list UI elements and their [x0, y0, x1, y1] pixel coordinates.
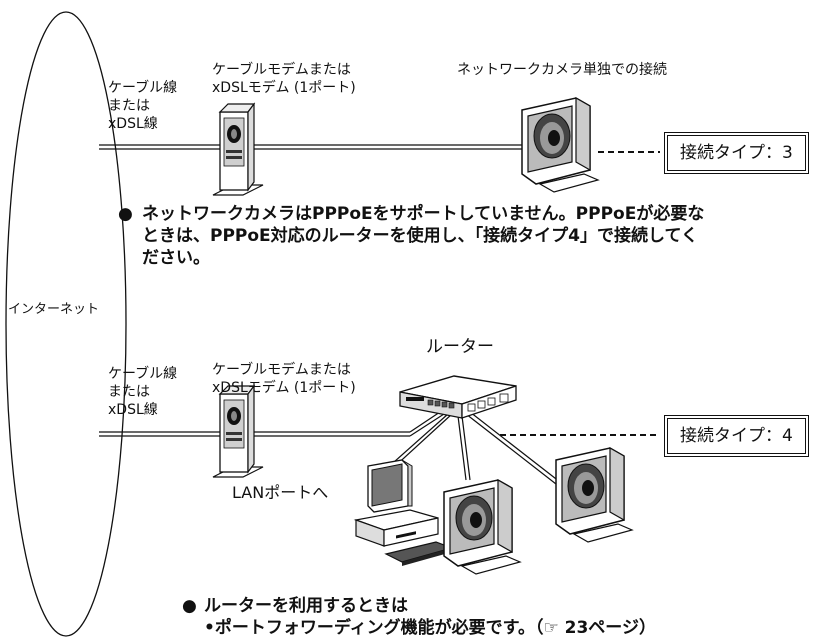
- bottom-camera1-icon: [443, 478, 522, 575]
- bottom-cable-label-2: または: [108, 384, 150, 400]
- top-cable-label-3: xDSL線: [108, 116, 158, 132]
- router-label: ルーター: [426, 337, 494, 357]
- top-cable-label-2: または: [108, 98, 150, 114]
- modem-to-router-line-2: [409, 413, 445, 437]
- note2-line1: ルーターを利用するときは: [204, 596, 408, 616]
- note2-line2: •ポートフォワーディング機能が必要です。（☞ 23ページ）: [204, 618, 656, 638]
- bottom-modem-icon: [212, 384, 264, 478]
- top-camera-title: ネットワークカメラ単独での接続: [457, 62, 667, 78]
- router-icon: [399, 375, 517, 419]
- internet-label: インターネット: [8, 302, 100, 317]
- bottom-modem-label-1: ケーブルモデムまたは: [212, 362, 351, 378]
- bottom-camera2-icon: [555, 446, 634, 543]
- bottom-modem-label-2: xDSLモデム (1ポート): [212, 380, 356, 396]
- top-camera-icon: [521, 96, 600, 193]
- router-to-camera2-line-2: [469, 411, 561, 483]
- router-to-camera1-line: [457, 415, 467, 481]
- top-modem-icon: [212, 102, 264, 196]
- top-modem-label-1: ケーブルモデムまたは: [212, 62, 351, 78]
- lan-port-label: LANポートへ: [232, 483, 329, 502]
- bottom-connection-type-box: 接続タイプ：4: [667, 418, 806, 454]
- router-to-camera2-line: [465, 413, 557, 485]
- note1-line2: ときは、PPPoE対応のルーターを使用し、「接続タイプ4」で接続してく: [142, 226, 698, 246]
- note2-bullet: ●: [182, 596, 197, 616]
- top-modem-label-2: xDSLモデム (1ポート): [212, 80, 356, 96]
- bottom-cable-label-1: ケーブル線: [108, 366, 178, 382]
- modem-to-router-line: [409, 411, 441, 433]
- bottom-cable-label-3: xDSL線: [108, 402, 158, 418]
- note1-bullet: ●: [118, 204, 133, 224]
- router-to-camera1-line-2: [461, 415, 471, 481]
- top-connection-type-box: 接続タイプ：3: [667, 135, 806, 171]
- internet-cloud-ellipse: [5, 11, 127, 637]
- top-cable-label-1: ケーブル線: [108, 80, 178, 96]
- pc-icon: [353, 459, 454, 566]
- note1-line3: ださい。: [142, 248, 210, 268]
- note1-line1: ネットワークカメラはPPPoEをサポートしていません。PPPoEが必要な: [142, 204, 705, 224]
